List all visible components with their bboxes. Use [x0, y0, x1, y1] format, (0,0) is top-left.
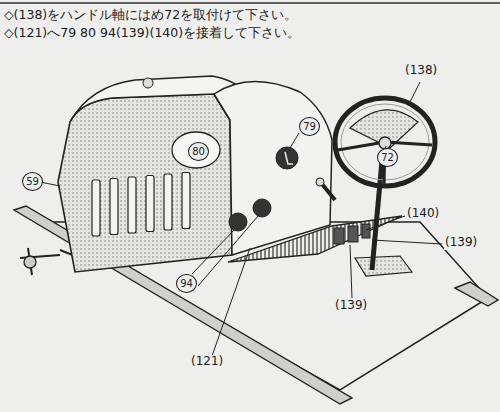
grille-slot [146, 176, 154, 232]
grille-slot [128, 177, 136, 233]
instruction-line: ◇(121)へ79 80 94(139)(140)を接着して下さい。 [4, 26, 300, 40]
grille-slot [110, 179, 118, 235]
grille-slot [92, 180, 100, 236]
part-number: (121) [190, 355, 224, 369]
grille-slot [164, 174, 172, 230]
part-number: (140) [406, 207, 440, 221]
part-number: (139) [334, 299, 368, 313]
grille-slot [182, 173, 190, 229]
part-number: (138) [404, 64, 438, 78]
callout-number: 80 [188, 142, 209, 161]
part-number: (139) [444, 236, 478, 250]
callout-number: 59 [22, 172, 43, 191]
instruction-line: ◇(138)をハンドル軸にはめ72を取付けて下さい。 [4, 8, 297, 22]
callout-number: 94 [176, 274, 197, 293]
callout-number: 79 [299, 117, 320, 136]
callout-number: 72 [377, 148, 398, 167]
